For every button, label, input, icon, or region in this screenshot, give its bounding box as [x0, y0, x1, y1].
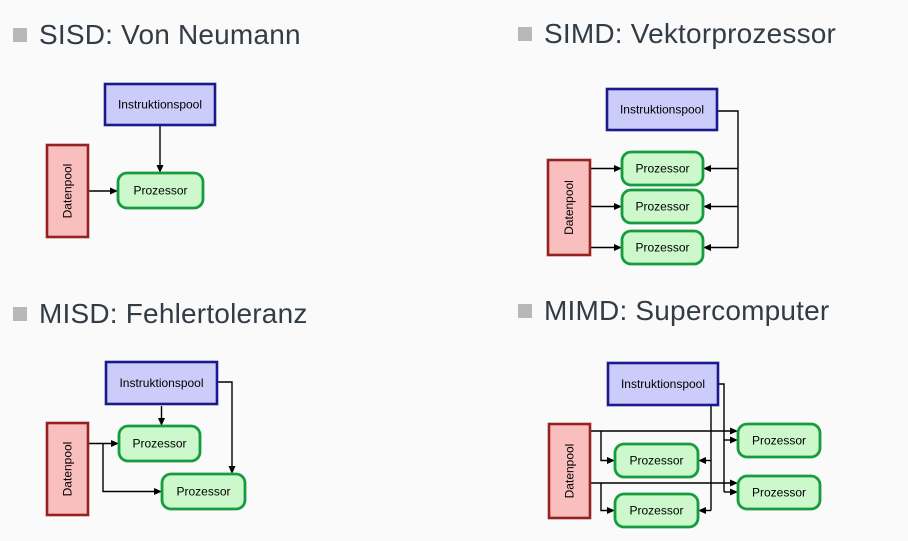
data-branch-line: [600, 431, 609, 462]
instruction-pool-label: Instruktionspool: [119, 376, 203, 390]
arrowhead: [111, 440, 119, 447]
quadrant-title-misd: MISD: Fehlertoleranz: [39, 298, 308, 329]
instruction-pool-label: Instruktionspool: [118, 98, 202, 112]
arrowhead: [730, 479, 738, 487]
processor-label: Prozessor: [752, 486, 806, 500]
instruction-pool-box: [104, 360, 219, 406]
processor-box: [117, 424, 202, 463]
processor-box: [116, 171, 205, 210]
processor-label: Prozessor: [635, 241, 689, 255]
instruction-pool-box: [605, 87, 719, 132]
arrowhead: [614, 244, 622, 251]
processor-box: [736, 474, 822, 511]
processor-box: [613, 442, 700, 479]
processor-box: [620, 188, 705, 225]
heading-sisd: SISD: Von Neumann: [13, 21, 301, 49]
data-pool-box: [546, 158, 592, 257]
heading-misd: MISD: Fehlertoleranz: [13, 300, 308, 328]
processor-label: Prozessor: [752, 434, 806, 448]
arrowhead: [614, 165, 622, 172]
misd-diagram: Instruktionspool Datenpool Prozessor Pro…: [45, 360, 247, 517]
processor-label: Prozessor: [176, 485, 230, 499]
instruction-pool-label: Instruktionspool: [620, 103, 704, 117]
arrowhead: [154, 488, 162, 495]
processor-box: [613, 492, 700, 529]
heading-mimd: MIMD: Supercomputer: [518, 297, 829, 325]
processor-box: [620, 229, 705, 266]
instruction-to-processor2-line: [217, 381, 233, 468]
arrowhead: [703, 203, 711, 210]
arrowhead: [158, 418, 165, 426]
arrowhead: [156, 165, 164, 173]
arrowhead: [703, 165, 711, 172]
data-pool-label: Datenpool: [563, 444, 577, 499]
data-pool-label: Datenpool: [61, 164, 75, 219]
data-pool-box: [45, 143, 90, 239]
instruction-pool-box: [606, 361, 720, 407]
processor-box: [736, 422, 822, 459]
bullet-square-icon: [518, 304, 532, 318]
bullet-square-icon: [13, 307, 27, 321]
arrowhead: [730, 488, 738, 496]
arrowhead: [703, 244, 711, 251]
arrowhead: [607, 457, 615, 464]
data-pool-box: [45, 421, 90, 517]
data-pool-box: [547, 422, 592, 520]
arrowhead: [228, 466, 236, 474]
quadrant-title-simd: SIMD: Vektorprozessor: [544, 18, 837, 49]
data-branch-line: [600, 483, 609, 512]
arrowhead: [730, 436, 738, 444]
quadrant-misd: MISD: Fehlertoleranz Instruktionspool Da…: [0, 270, 454, 541]
processor-label: Prozessor: [635, 162, 689, 176]
bullet-square-icon: [13, 28, 27, 42]
arrowhead: [110, 187, 118, 195]
bullet-square-icon: [518, 27, 532, 41]
mimd-diagram: Instruktionspool Datenpool Prozessor Pro…: [547, 361, 822, 529]
simd-diagram: Instruktionspool Datenpool Prozessor Pro…: [546, 87, 739, 266]
arrowhead: [607, 507, 615, 514]
arrowhead: [614, 203, 622, 210]
instruction-pool-label: Instruktionspool: [621, 377, 705, 391]
data-pool-label: Datenpool: [61, 442, 75, 497]
arrowhead: [698, 507, 706, 514]
instruction-bus-line: [717, 110, 739, 248]
processor-label: Prozessor: [635, 200, 689, 214]
data-pool-label: Datenpool: [562, 180, 576, 235]
quadrant-mimd: MIMD: Supercomputer: [454, 270, 908, 541]
quadrant-title-mimd: MIMD: Supercomputer: [544, 295, 830, 326]
processor-box: [160, 472, 247, 511]
processor-label: Prozessor: [629, 504, 683, 518]
processor-label: Prozessor: [132, 437, 186, 451]
arrowhead: [730, 427, 738, 435]
quadrant-title-sisd: SISD: Von Neumann: [39, 19, 301, 50]
processor-box: [620, 150, 705, 187]
data-to-processor2-line: [102, 443, 156, 493]
instruction-pool-box: [103, 82, 217, 127]
quadrant-sisd: SISD: Von Neumann Instruktionspool Daten…: [0, 0, 454, 270]
quadrant-simd: SIMD: Vektorprozessor Instruktionspool D…: [454, 0, 908, 270]
instruction-bus-line: [718, 383, 725, 492]
processor-label: Prozessor: [133, 184, 187, 198]
arrowhead: [698, 457, 706, 464]
processor-label: Prozessor: [629, 454, 683, 468]
sisd-diagram: Instruktionspool Datenpool Prozessor: [45, 82, 217, 239]
heading-simd: SIMD: Vektorprozessor: [518, 20, 836, 48]
